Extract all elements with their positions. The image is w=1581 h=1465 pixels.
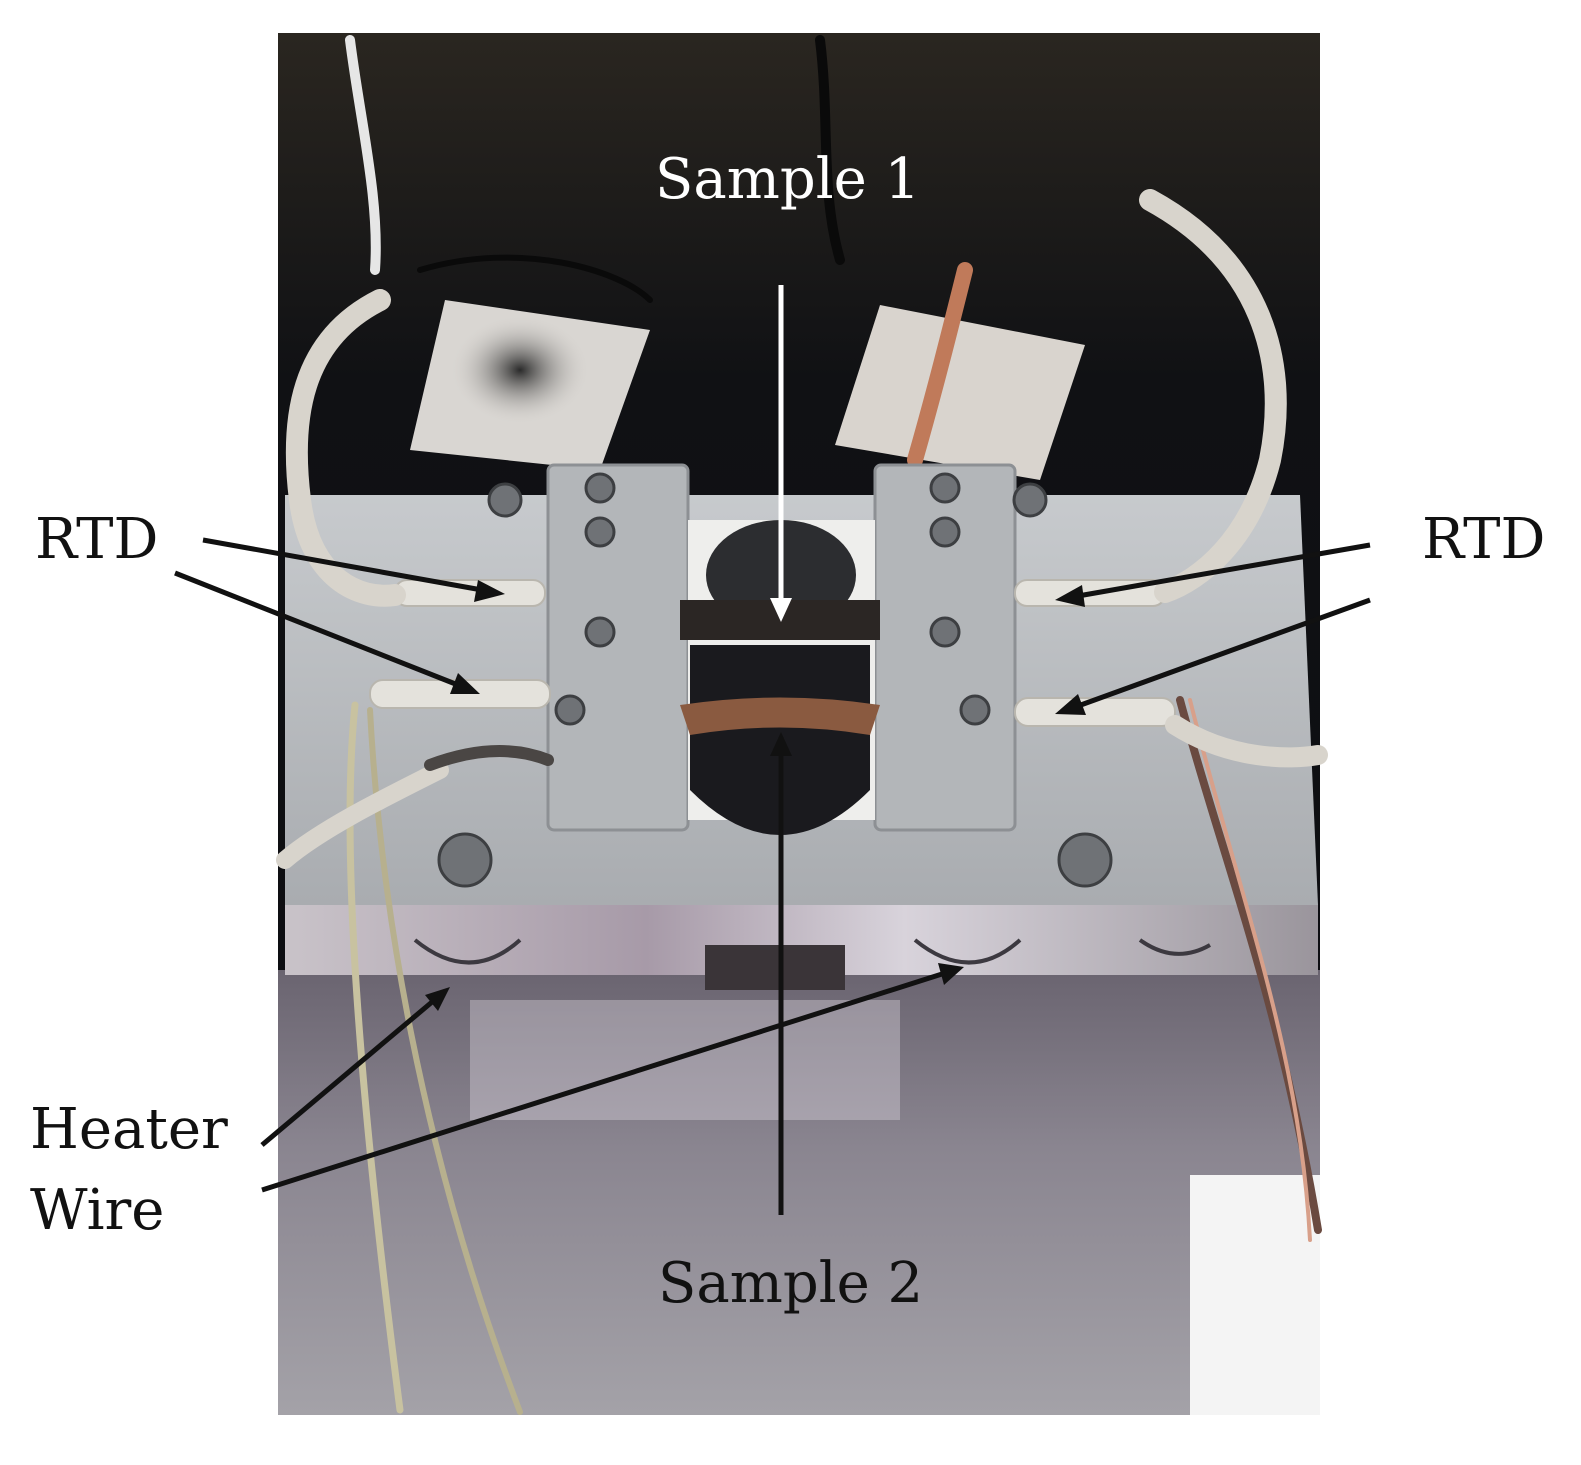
pad-scorch [450, 315, 590, 425]
base-stand [278, 970, 1320, 1415]
arrow-heater-1 [260, 1000, 434, 1147]
label-heater-wire-line-2: Wire [30, 1178, 165, 1243]
arrow-rtd-right-2-head [1055, 694, 1086, 715]
arrow-sample-1-head [770, 598, 792, 622]
label-sample-1: Sample 1 [655, 147, 921, 212]
arrow-rtd-right-2 [1077, 597, 1371, 709]
ceramic-pad-right [835, 305, 1085, 480]
label-rtd-left: RTD [35, 507, 159, 572]
plate-slot [705, 945, 845, 990]
copper-wire [907, 262, 973, 468]
arrow-rtd-left-2-head [450, 673, 480, 694]
screws [437, 472, 1113, 888]
label-heater-wire-line-1: Heater [30, 1097, 228, 1162]
clamp-left [546, 463, 690, 832]
label-sample-2: Sample 2 [658, 1251, 924, 1316]
arrow-heater-1-head [425, 987, 450, 1011]
arrow-heater-2 [261, 971, 943, 1193]
arrow-rtd-right-1-head [1055, 585, 1085, 607]
arrow-heater-2-head [938, 963, 964, 985]
arrow-rtd-right-1 [1077, 542, 1371, 599]
arrow-sample-2-head [770, 732, 792, 756]
sample-2-strip [680, 697, 880, 735]
label-rtd-right: RTD [1422, 507, 1546, 572]
wiring [276, 35, 1328, 1415]
annotation-arrows [174, 285, 1371, 1215]
white-block [1190, 1175, 1320, 1415]
heater-wire-loops [413, 938, 1211, 965]
arrow-rtd-left-1-head [474, 580, 505, 602]
arrow-rtd-left-2 [174, 570, 459, 688]
arrow-rtd-left-1 [202, 537, 483, 593]
